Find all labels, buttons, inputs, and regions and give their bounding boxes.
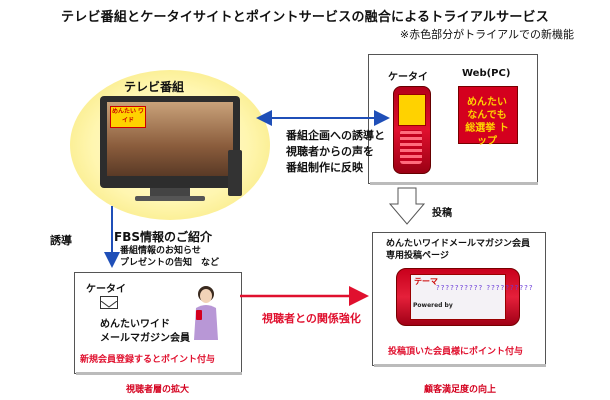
page-title: テレビ番組とケータイサイトとポイントサービスの融合によるトライアルサービス (61, 10, 549, 25)
post-point-text: 投稿頂いた会員様にポイント付与 (388, 347, 524, 357)
question-marks: ?????????? ?????????? (436, 284, 534, 292)
note-text: ※赤色部分がトライアルでの新機能 (399, 28, 574, 41)
web-banner (458, 86, 518, 144)
powered-by-text: Powered by (413, 302, 453, 309)
relationship-label: 視聴者との関係強化 (262, 312, 361, 325)
web-banner-text: めんたい なんでも 総選挙 トップ (465, 97, 509, 147)
phone-keypad (400, 130, 422, 164)
tv-stand (150, 188, 190, 196)
theme-label: テーマ (414, 277, 438, 286)
feedback-line-3: 番組制作に反映 (286, 161, 363, 174)
person-with-phone-icon (190, 284, 222, 340)
mail-icon (100, 296, 118, 309)
member-line-2: メールマガジン会員 (100, 333, 190, 344)
post-down-arrow (388, 187, 426, 225)
feedback-description: 番組企画への誘導と 視聴者からの声を 番組制作に反映 (286, 128, 385, 176)
guide-label: 誘導 (50, 234, 72, 247)
tv-base (135, 196, 205, 201)
fbs-info-line-1: 番組情報のお知らせ (120, 246, 201, 256)
member-name: めんたいワイド メールマガジン会員 (100, 318, 190, 346)
fbs-info-title: FBS情報のご紹介 (114, 230, 212, 244)
fbs-info-line-2: プレゼントの告知 など (120, 258, 220, 268)
keitai-label-2: ケータイ (86, 284, 126, 295)
tv-logo: めんたい ワイド (110, 106, 146, 128)
post-page-title: めんたいワイドメールマガジン会員 専用投稿ページ (386, 238, 530, 262)
post-page-title-2: 専用投稿ページ (386, 251, 449, 261)
fbs-info-details: 番組情報のお知らせ プレゼントの告知 など (120, 245, 219, 269)
feedback-line-1: 番組企画への誘導と (286, 129, 385, 142)
keitai-label: ケータイ (388, 72, 428, 83)
post-page-title-1: めんたいワイドメールマガジン会員 (386, 239, 531, 249)
member-line-1: めんたいワイド (100, 319, 170, 330)
post-label: 投稿 (432, 208, 452, 219)
tv-speaker-icon (228, 150, 242, 196)
landscape-phone-screen (410, 274, 506, 320)
audience-expansion-caption: 視聴者層の拡大 (126, 385, 190, 395)
feedback-line-2: 視聴者からの声を (286, 145, 374, 158)
web-label: Web(PC) (462, 68, 511, 79)
signup-point-text: 新規会員登録するとポイント付与 (80, 355, 216, 365)
satisfaction-caption: 顧客満足度の向上 (424, 385, 497, 395)
phone-screen (398, 94, 426, 126)
tv-label: テレビ番組 (124, 80, 185, 94)
